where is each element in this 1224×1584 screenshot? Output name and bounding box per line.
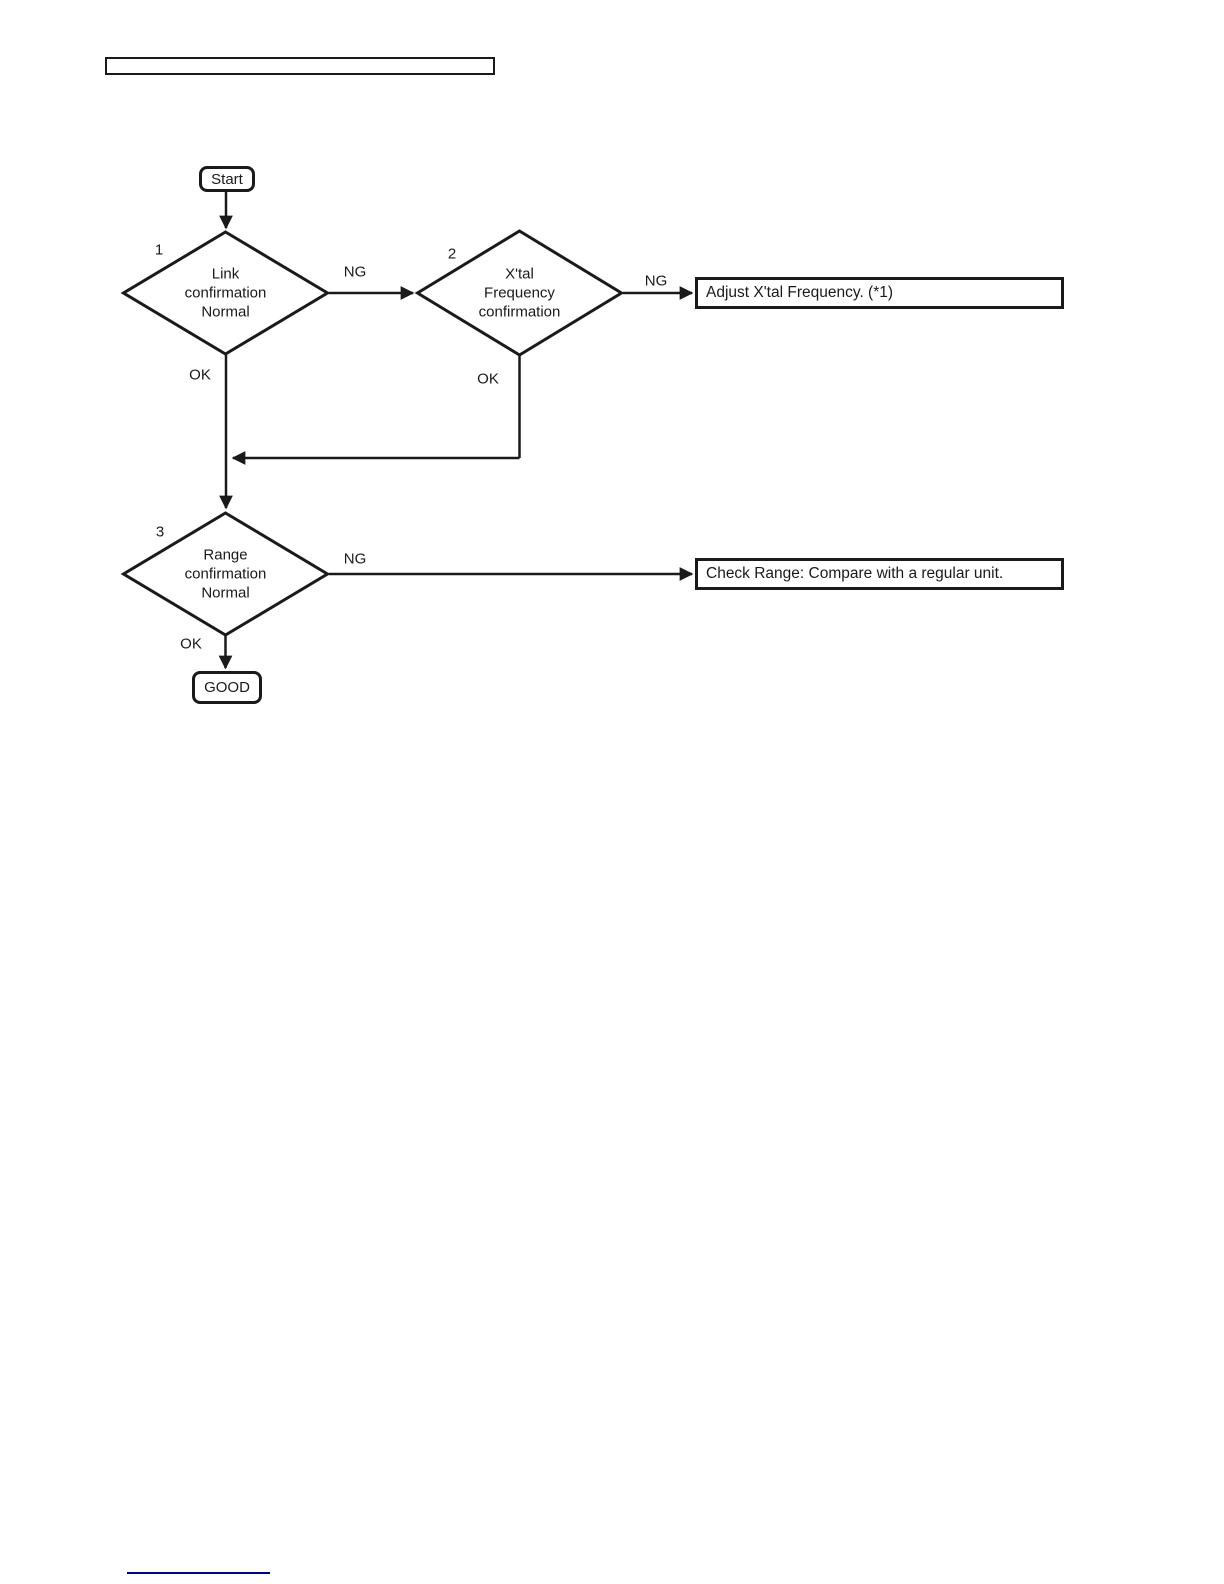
decision-3-line-3: Normal: [201, 584, 250, 602]
decision-2-line-1: X'tal: [505, 265, 534, 283]
start-node: Start: [199, 166, 255, 192]
action-adjust-xtal-frequency-label: Adjust X'tal Frequency. (*1): [706, 284, 894, 301]
decision-1-ng-label: NG: [343, 263, 367, 281]
action-check-range-label: Check Range: Compare with a regular unit…: [706, 565, 1004, 582]
action-adjust-xtal-frequency: Adjust X'tal Frequency. (*1): [695, 277, 1064, 309]
decision-3-text: Range confirmation Normal: [185, 546, 267, 603]
decision-2-line-3: confirmation: [478, 303, 561, 321]
decision-3-diamond: [120, 511, 331, 637]
decision-3-ok-label: OK: [180, 635, 202, 653]
decision-3-number: 3: [155, 523, 165, 541]
decision-2-text: X'tal Frequency confirmation: [479, 265, 561, 322]
title-box: [105, 57, 495, 75]
decision-2-number: 2: [447, 245, 457, 263]
decision-1-number: 1: [154, 241, 164, 259]
decision-2-line-2: Frequency: [484, 284, 555, 302]
decision-3-ng-label: NG: [343, 550, 367, 568]
decision-3-line-2: confirmation: [184, 565, 267, 583]
decision-1-line-2: confirmation: [184, 284, 267, 302]
action-check-range: Check Range: Compare with a regular unit…: [695, 558, 1064, 590]
footer-link-underline[interactable]: [127, 1572, 270, 1574]
decision-1-ok-label: OK: [189, 366, 211, 384]
decision-1-line-1: Link: [211, 265, 240, 283]
good-label: GOOD: [204, 679, 250, 696]
decision-2-ok-label: OK: [477, 370, 499, 388]
start-label: Start: [211, 170, 243, 188]
decision-3-line-1: Range: [203, 546, 248, 564]
decision-1-text: Link confirmation Normal: [185, 265, 267, 322]
decision-2-ng-label: NG: [644, 272, 668, 290]
good-node: GOOD: [192, 671, 262, 704]
decision-1-line-3: Normal: [201, 303, 250, 321]
